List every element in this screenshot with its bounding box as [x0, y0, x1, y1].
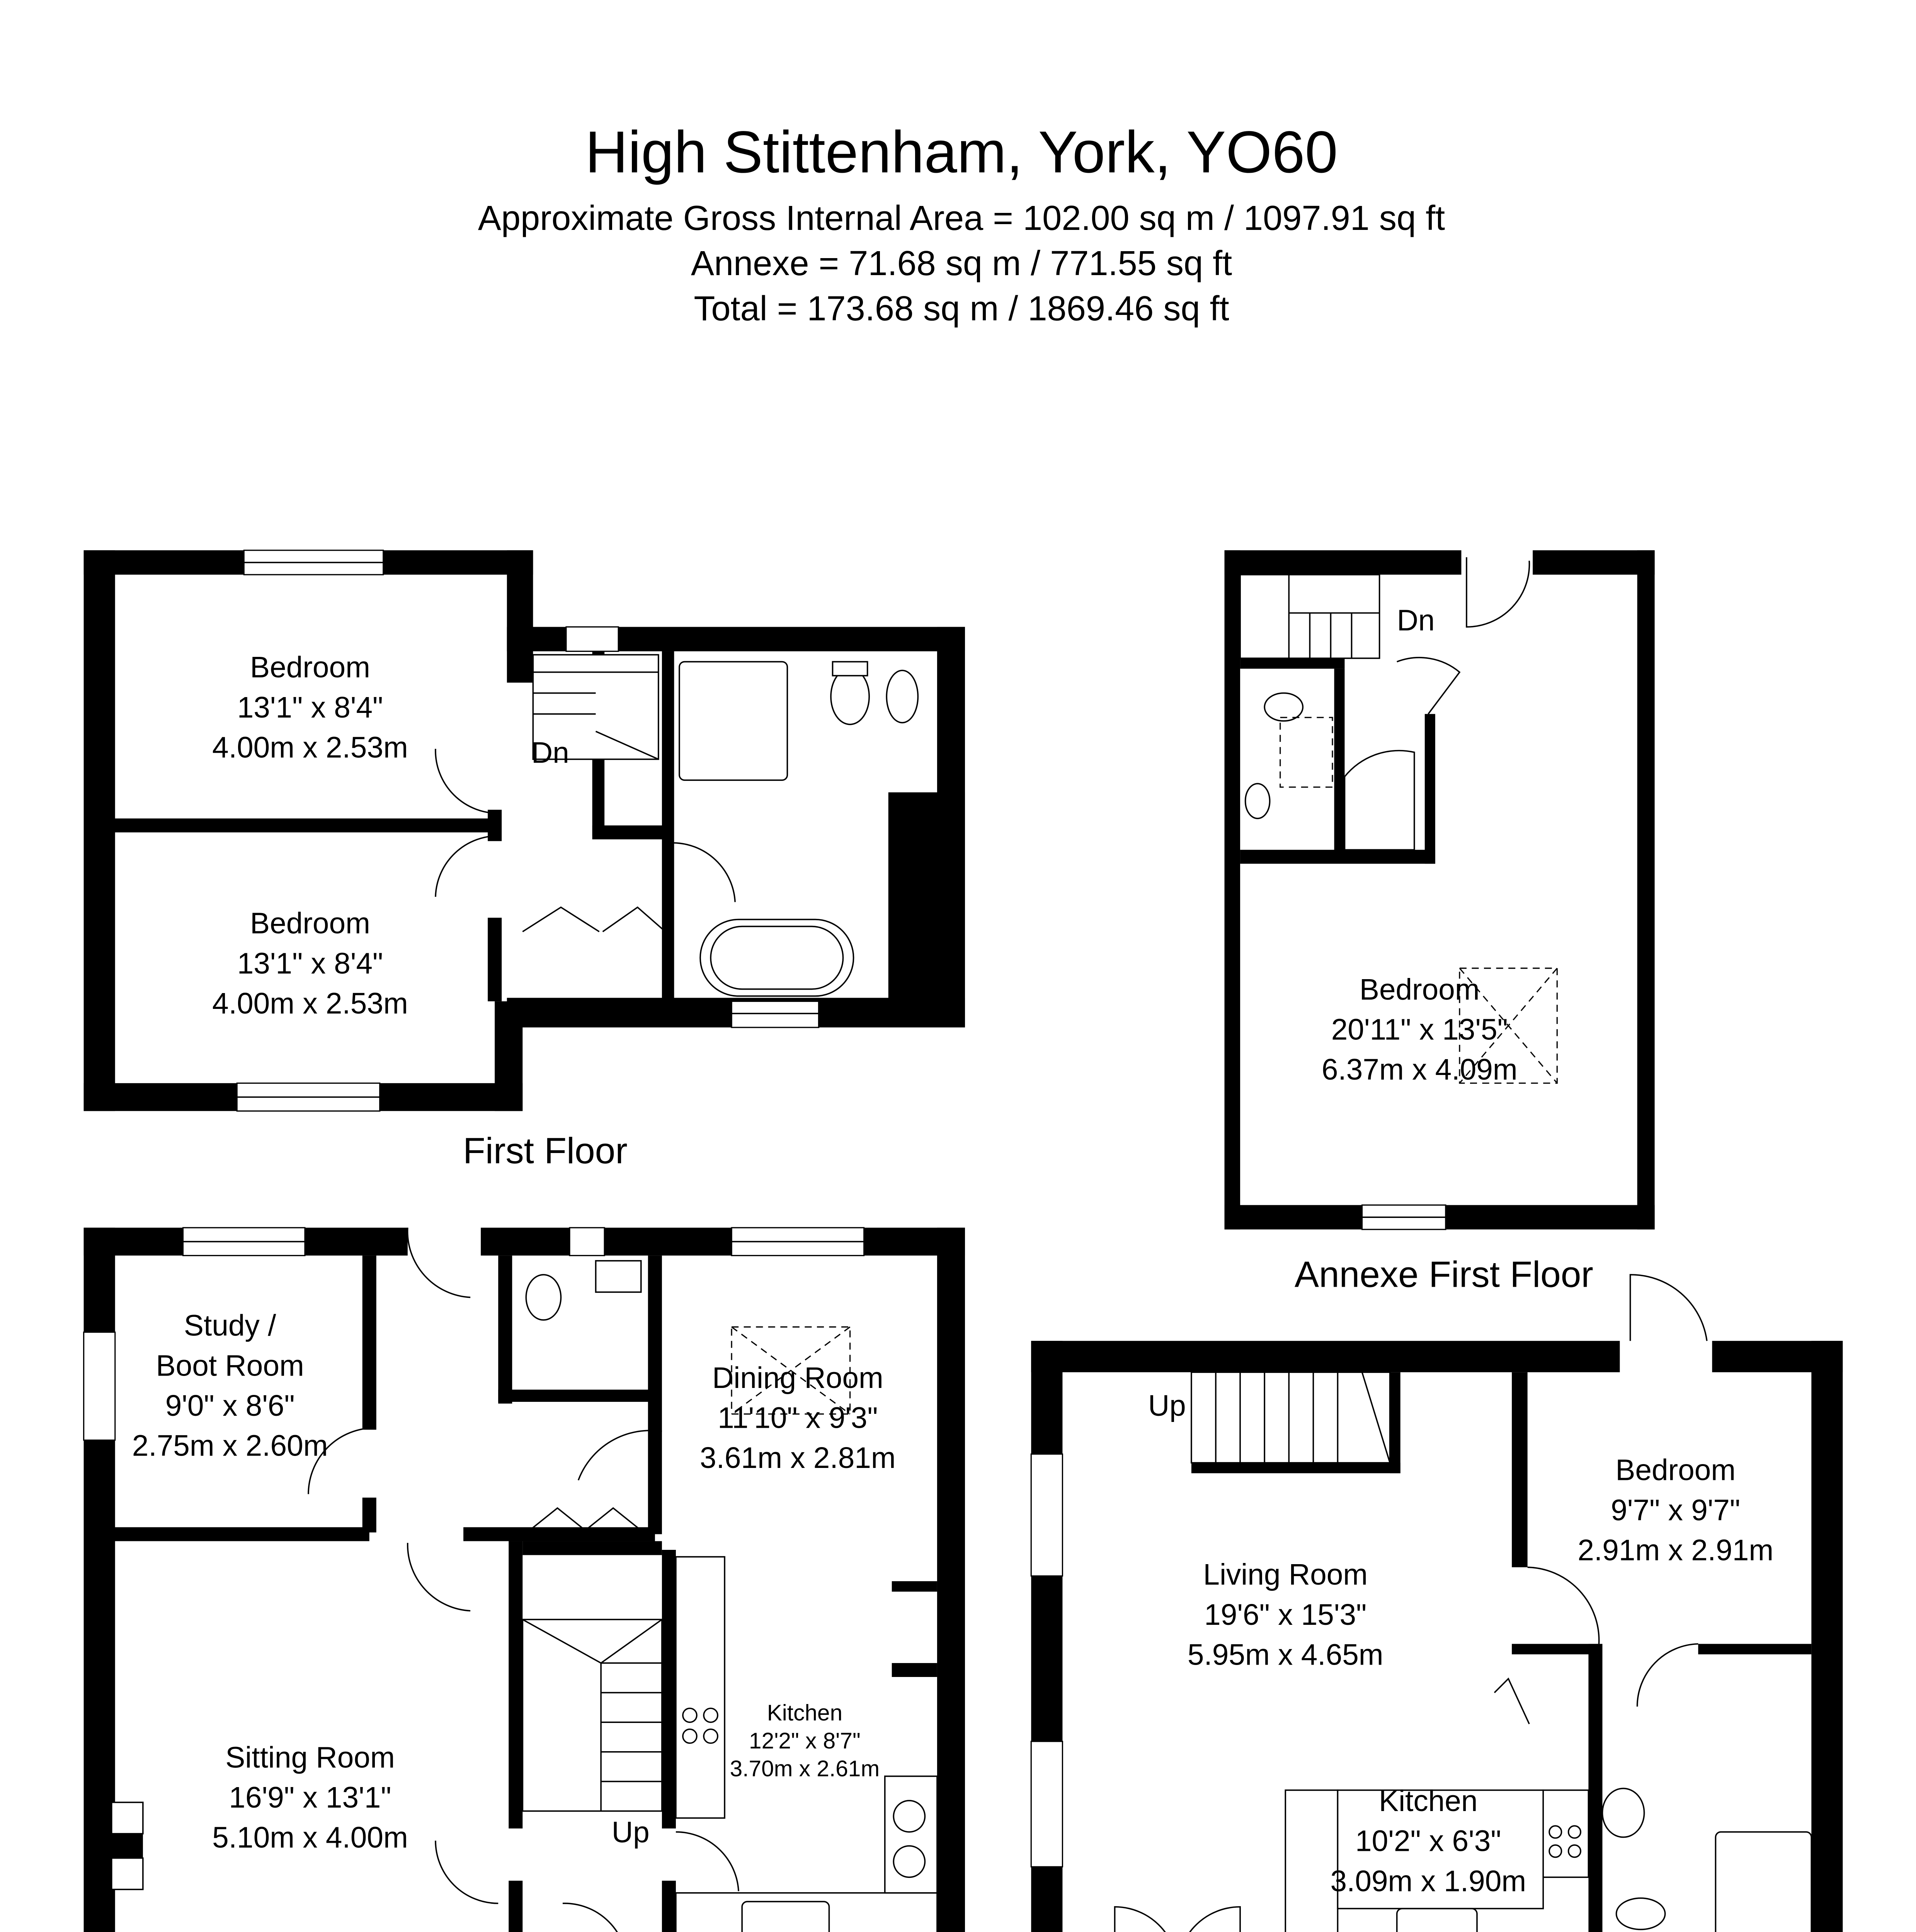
basin-icon	[595, 1260, 642, 1293]
toilet-icon	[1264, 692, 1304, 722]
stairs-label: Dn	[1397, 604, 1435, 637]
room-label-annexe-bedroom: Bedroom 20'11" x 13'5" 6.37m x 4.09m	[1322, 973, 1518, 1086]
svg-text:2.91m x 2.91m: 2.91m x 2.91m	[1577, 1534, 1773, 1567]
room-label-living-room: Living Room 19'6" x 15'3" 5.95m x 4.65m	[1188, 1558, 1383, 1671]
shower-tray-icon	[1715, 1831, 1812, 1932]
svg-text:11'10" x 9'3": 11'10" x 9'3"	[718, 1402, 878, 1435]
floor-label-first-floor: First Floor	[463, 1131, 628, 1172]
hob-icon	[1548, 1825, 1581, 1858]
toilet-icon	[830, 668, 870, 725]
svg-text:4.00m x 2.53m: 4.00m x 2.53m	[212, 987, 408, 1020]
total-area-text: Total = 173.68 sq m / 1869.46 sq ft	[694, 289, 1229, 328]
room-label-study-boot-room: Study / Boot Room 9'0" x 8'6" 2.75m x 2.…	[132, 1310, 328, 1463]
hob-icon	[682, 1708, 718, 1744]
svg-text:Dining Room: Dining Room	[712, 1362, 883, 1395]
svg-text:9'0" x 8'6": 9'0" x 8'6"	[165, 1389, 295, 1422]
svg-text:12'2" x 8'7": 12'2" x 8'7"	[749, 1728, 861, 1753]
svg-text:3.09m x 1.90m: 3.09m x 1.90m	[1330, 1865, 1526, 1898]
svg-text:5.10m x 4.00m: 5.10m x 4.00m	[212, 1821, 408, 1854]
svg-text:19'6" x 15'3": 19'6" x 15'3"	[1204, 1599, 1366, 1631]
washing-machine-icon	[893, 1800, 926, 1833]
svg-text:Kitchen: Kitchen	[767, 1701, 842, 1726]
stairs-icon	[1239, 574, 1380, 659]
room-label-sitting-room: Sitting Room 16'9" x 13'1" 5.10m x 4.00m	[212, 1741, 408, 1854]
sink-icon	[1396, 1908, 1478, 1932]
room-label-annexe-kitchen: Kitchen 10'2" x 6'3" 3.09m x 1.90m	[1330, 1785, 1526, 1898]
svg-text:10'2" x 6'3": 10'2" x 6'3"	[1355, 1825, 1501, 1858]
bidet-icon	[886, 670, 919, 724]
page-title: High Stittenham, York, YO60	[585, 119, 1338, 185]
svg-text:6.37m x 4.09m: 6.37m x 4.09m	[1322, 1053, 1518, 1086]
stairs-label: Up	[1148, 1389, 1186, 1422]
svg-text:Bedroom: Bedroom	[1615, 1454, 1736, 1487]
first-floor-plan: Dn Bedroom 13'1" x 8'4" 4.00m x 2.53m Be…	[83, 549, 965, 1172]
svg-text:20'11" x 13'5": 20'11" x 13'5"	[1331, 1014, 1508, 1046]
stairs-icon	[1191, 1371, 1391, 1464]
room-label-kitchen: Kitchen 12'2" x 8'7" 3.70m x 2.61m	[730, 1701, 880, 1781]
floor-label-annexe-first-floor: Annexe First Floor	[1295, 1254, 1593, 1295]
svg-text:13'1" x 8'4": 13'1" x 8'4"	[237, 691, 383, 724]
header: High Stittenham, York, YO60 Approximate …	[478, 119, 1445, 328]
svg-text:Study /: Study /	[184, 1310, 276, 1342]
sink-icon	[741, 1901, 830, 1932]
annexe-ground-floor-plan: IN Up Living Room 19'6" x 15'3"	[1030, 1274, 1843, 1932]
stairs-icon	[522, 1619, 663, 1812]
toilet-icon	[525, 1274, 562, 1321]
basin-icon	[1601, 1787, 1645, 1838]
svg-text:4.00m x 2.53m: 4.00m x 2.53m	[212, 731, 408, 764]
svg-text:5.95m x 4.65m: 5.95m x 4.65m	[1188, 1638, 1383, 1671]
room-label-dining-room: Dining Room 11'10" x 9'3" 3.61m x 2.81m	[700, 1362, 896, 1475]
svg-text:Bedroom: Bedroom	[250, 651, 370, 684]
svg-text:2.75m x 2.60m: 2.75m x 2.60m	[132, 1430, 328, 1463]
svg-text:Living Room: Living Room	[1203, 1558, 1368, 1591]
room-label-annexe-bedroom: Bedroom 9'7" x 9'7" 2.91m x 2.91m	[1577, 1454, 1773, 1567]
svg-text:Sitting Room: Sitting Room	[225, 1741, 395, 1774]
dryer-icon	[893, 1845, 926, 1878]
svg-text:9'7" x 9'7": 9'7" x 9'7"	[1611, 1494, 1740, 1527]
annexe-area-text: Annexe = 71.68 sq m / 771.55 sq ft	[691, 244, 1232, 283]
svg-text:Bedroom: Bedroom	[1360, 973, 1480, 1006]
svg-text:Kitchen: Kitchen	[1379, 1785, 1478, 1818]
shower-icon	[1344, 750, 1415, 851]
svg-text:Bedroom: Bedroom	[250, 907, 370, 940]
svg-text:Boot Room: Boot Room	[156, 1349, 304, 1382]
room-label-bedroom-2: Bedroom 13'1" x 8'4" 4.00m x 2.53m	[212, 907, 408, 1020]
basin-icon	[1244, 783, 1271, 819]
shower-tray-icon	[679, 661, 788, 781]
svg-text:3.70m x 2.61m: 3.70m x 2.61m	[730, 1756, 880, 1781]
gross-area-text: Approximate Gross Internal Area = 102.00…	[478, 199, 1445, 238]
annexe-first-floor-plan: Dn Bedroom 20'11" x 13'5" 6.37m x 4.09m …	[1224, 550, 1655, 1295]
svg-text:3.61m x 2.81m: 3.61m x 2.81m	[700, 1442, 896, 1475]
svg-text:16'9" x 13'1": 16'9" x 13'1"	[229, 1781, 391, 1814]
toilet-icon	[1615, 1897, 1666, 1930]
ground-floor-plan: IN Up	[83, 1227, 965, 1932]
stairs-icon	[532, 654, 659, 760]
stairs-label: Dn	[531, 736, 569, 769]
svg-text:13'1" x 8'4": 13'1" x 8'4"	[237, 947, 383, 980]
stairs-label: Up	[612, 1816, 650, 1849]
room-label-bedroom-1: Bedroom 13'1" x 8'4" 4.00m x 2.53m	[212, 651, 408, 764]
